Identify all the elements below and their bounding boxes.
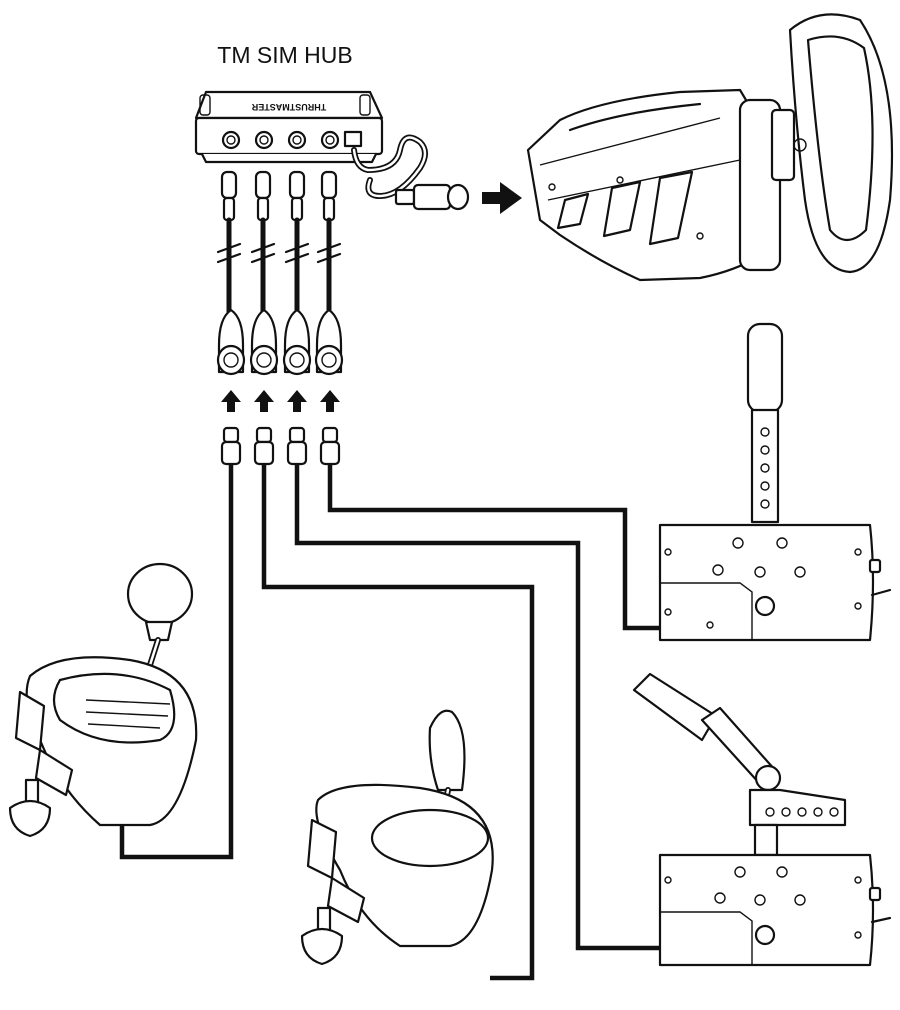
arrow-icon bbox=[254, 390, 274, 412]
hub-brand-label: THRUSTMASTER bbox=[251, 102, 326, 112]
device-plugs bbox=[220, 426, 341, 466]
arrow-icon bbox=[221, 390, 241, 412]
h-pattern-shifter-icon bbox=[8, 562, 198, 838]
arrow-icon bbox=[287, 390, 307, 412]
sim-hub-icon: THRUSTMASTER bbox=[194, 90, 384, 164]
handbrake-icon bbox=[658, 322, 892, 642]
device-cables bbox=[119, 464, 660, 981]
arrow-icon bbox=[320, 390, 340, 412]
output-connector-icon bbox=[394, 183, 470, 211]
hub-cable-connectors bbox=[216, 308, 344, 376]
hub-title: TM SIM HUB bbox=[217, 42, 353, 68]
hub-cables bbox=[216, 170, 342, 323]
racing-wheel-icon bbox=[526, 13, 894, 282]
arrow-to-wheel-icon bbox=[482, 182, 522, 214]
sequential-shifter-small-icon bbox=[300, 709, 494, 966]
sequential-shifter-icon bbox=[632, 672, 892, 967]
up-arrows bbox=[221, 390, 340, 412]
